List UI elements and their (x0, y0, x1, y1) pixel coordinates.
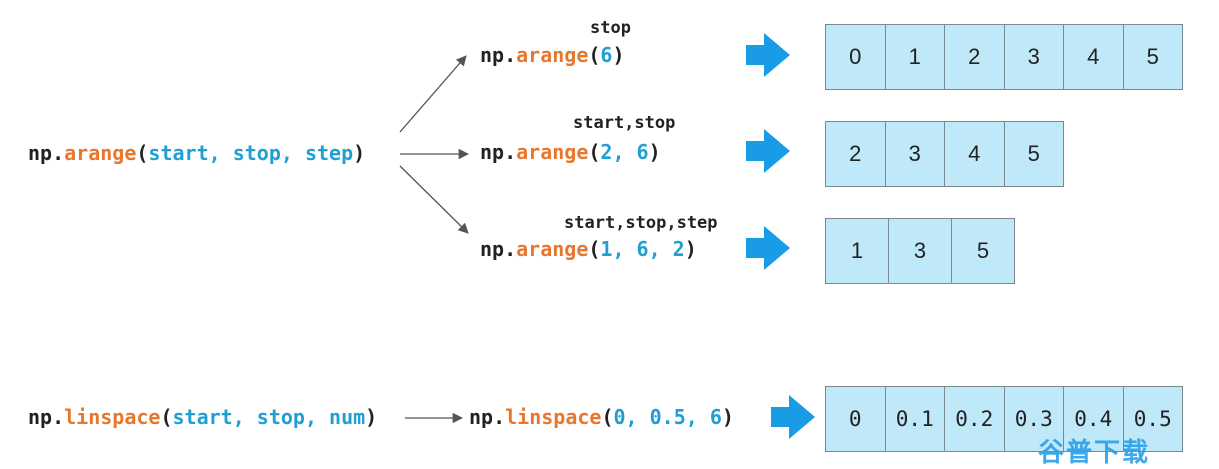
result-arrow-4-icon (771, 395, 815, 439)
linspace-signature: np.linspace(start, stop, num) (28, 405, 377, 429)
open-paren: ( (601, 405, 614, 429)
call-args: 1, 6, 2 (600, 237, 685, 261)
array-cell: 2 (945, 25, 1005, 89)
array-cell: 5 (1005, 122, 1064, 186)
close-paren: ) (648, 140, 661, 164)
function-name: arange (64, 141, 137, 165)
array-cell: 4 (1064, 25, 1124, 89)
function-name: arange (516, 237, 589, 261)
array-cell: 0.3 (1005, 387, 1064, 451)
np-prefix: np. (480, 237, 517, 261)
open-paren: ( (588, 43, 601, 67)
close-paren: ) (365, 405, 378, 429)
connector-arrow-to-ex3 (399, 165, 469, 234)
open-paren: ( (160, 405, 173, 429)
function-name: arange (516, 140, 589, 164)
ex4-call: np.linspace(0, 0.5, 6) (469, 405, 734, 429)
open-paren: ( (136, 141, 149, 165)
result-arrow-2-icon (746, 129, 790, 173)
close-paren: ) (684, 237, 697, 261)
array-cell: 0 (826, 25, 886, 89)
ex3-result-array: 1 3 5 (825, 218, 1015, 284)
close-paren: ) (721, 405, 734, 429)
array-cell: 1 (886, 25, 945, 89)
np-prefix: np. (480, 140, 517, 164)
array-cell: 3 (889, 219, 952, 283)
open-paren: ( (588, 237, 601, 261)
call-args: 2, 6 (600, 140, 649, 164)
np-prefix: np. (28, 405, 65, 429)
ex1-param-label: stop (590, 18, 631, 38)
np-prefix: np. (28, 141, 65, 165)
array-cell: 3 (886, 122, 945, 186)
function-name: arange (516, 43, 589, 67)
signature-args: start, stop, step (148, 141, 354, 165)
array-cell: 0.5 (1124, 387, 1183, 451)
result-arrow-1-icon (746, 33, 790, 77)
arange-signature: np.arange(start, stop, step) (28, 141, 365, 165)
np-prefix: np. (480, 43, 517, 67)
ex1-call: np.arange(6) (480, 43, 625, 67)
array-cell: 4 (945, 122, 1005, 186)
array-cell: 2 (826, 122, 886, 186)
close-paren: ) (353, 141, 366, 165)
ex2-result-array: 2 3 4 5 (825, 121, 1064, 187)
function-name: linspace (505, 405, 602, 429)
connector-arrow-to-ex1 (399, 55, 467, 133)
array-cell: 5 (952, 219, 1015, 283)
array-cell: 0.2 (945, 387, 1005, 451)
array-cell: 0 (826, 387, 886, 451)
call-args: 6 (600, 43, 613, 67)
ex4-result-array: 0 0.1 0.2 0.3 0.4 0.5 (825, 386, 1183, 452)
close-paren: ) (612, 43, 625, 67)
signature-args: start, stop, num (172, 405, 366, 429)
array-cell: 3 (1005, 25, 1064, 89)
function-name: linspace (64, 405, 161, 429)
array-cell: 1 (826, 219, 889, 283)
array-cell: 0.1 (886, 387, 945, 451)
np-prefix: np. (469, 405, 506, 429)
watermark: 谷普下载 (1038, 438, 1151, 468)
open-paren: ( (588, 140, 601, 164)
array-cell: 5 (1124, 25, 1183, 89)
ex1-result-array: 0 1 2 3 4 5 (825, 24, 1183, 90)
ex3-param-label: start,stop,step (564, 213, 718, 233)
result-arrow-3-icon (746, 226, 790, 270)
call-args: 0, 0.5, 6 (613, 405, 722, 429)
ex2-param-label: start,stop (573, 113, 676, 133)
ex2-call: np.arange(2, 6) (480, 140, 661, 164)
ex3-call: np.arange(1, 6, 2) (480, 237, 697, 261)
array-cell: 0.4 (1064, 387, 1124, 451)
